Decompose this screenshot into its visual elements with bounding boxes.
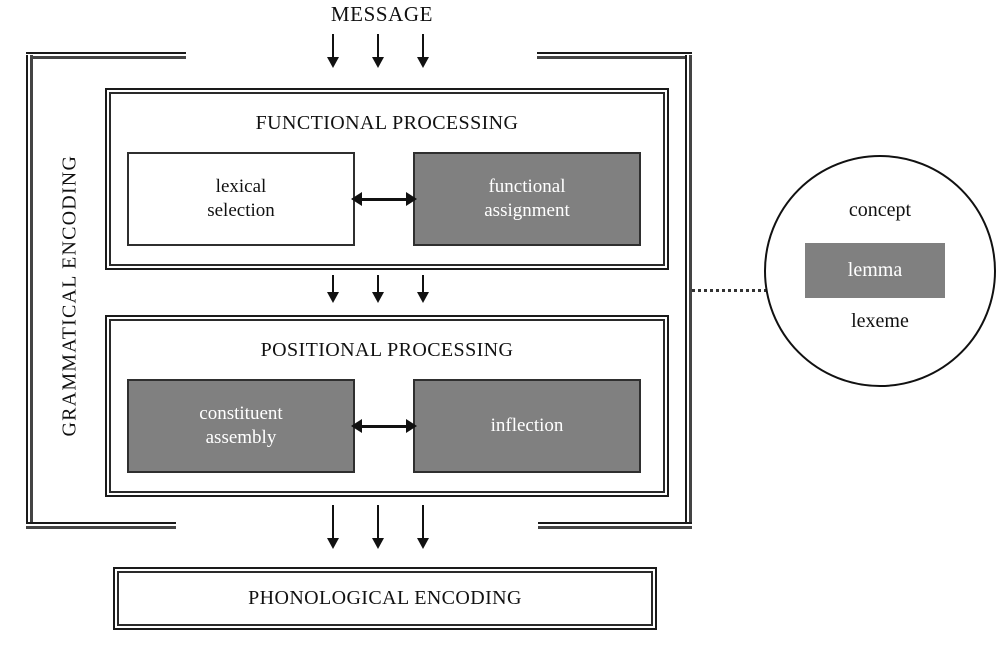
functional-to-positional-arrow-1 (326, 275, 340, 303)
arrow-shaft (332, 275, 334, 292)
message-label-text: MESSAGE (330, 2, 434, 26)
message-arrow-2 (371, 34, 385, 68)
arrow-shaft (359, 424, 409, 428)
arrow-shaft (422, 275, 424, 292)
arrow-shaft (332, 505, 334, 538)
positional-to-phonological-arrow-3 (416, 505, 430, 549)
grammatical-encoding-label: GRAMMATICAL ENCODING (58, 154, 81, 437)
positional-to-phonological-arrow-2 (371, 505, 385, 549)
positional-to-phonological-arrow-1 (326, 505, 340, 549)
arrow-head (327, 538, 339, 549)
functional-to-positional-arrow-2 (371, 275, 385, 303)
phonological-encoding-box[interactable]: PHONOLOGICAL ENCODING (113, 567, 657, 630)
lexical-entry-circle: concept lemma lexeme (764, 155, 996, 387)
inflection-label: inflection (490, 414, 564, 436)
arrow-head (417, 57, 429, 68)
constituent-assembly-line2: assembly (205, 427, 277, 448)
concept-label: concept (848, 199, 912, 221)
lemma-box[interactable]: lemma (805, 243, 945, 298)
arrow-head (417, 538, 429, 549)
dotted-connector (692, 289, 770, 292)
outer-frame-bottom-left (26, 522, 176, 529)
arrow-shaft (359, 197, 409, 201)
outer-frame-bottom-right (538, 522, 692, 529)
constituent-assembly-label: constituent assembly (199, 402, 282, 451)
outer-frame-right (685, 55, 692, 529)
arrow-shaft (377, 505, 379, 538)
arrow-head (327, 292, 339, 303)
lexical-functional-bidirectional-arrow (351, 191, 417, 207)
arrow-head-left (351, 419, 362, 433)
outer-frame-left (26, 55, 33, 529)
arrow-shaft (332, 34, 334, 57)
phonological-encoding-label: PHONOLOGICAL ENCODING (248, 587, 522, 609)
lemma-label: lemma (847, 259, 903, 281)
message-arrow-1 (326, 34, 340, 68)
arrow-head (372, 292, 384, 303)
positional-processing-title: POSITIONAL PROCESSING (260, 339, 514, 361)
functional-assignment-line2: assignment (484, 200, 570, 221)
functional-assignment-label: functional assignment (484, 175, 570, 224)
functional-assignment-line1: functional (488, 175, 566, 197)
constituent-assembly-box[interactable]: constituent assembly (127, 379, 355, 473)
inflection-box[interactable]: inflection (413, 379, 641, 473)
arrow-shaft (422, 34, 424, 57)
arrow-shaft (377, 34, 379, 57)
functional-assignment-box[interactable]: functional assignment (413, 152, 641, 246)
arrow-head (417, 292, 429, 303)
outer-frame-top-right (537, 52, 692, 59)
arrow-head (327, 57, 339, 68)
lexeme-label: lexeme (851, 310, 909, 332)
message-label: MESSAGE (0, 2, 998, 27)
arrow-head-right (406, 192, 417, 206)
lexical-selection-box[interactable]: lexical selection (127, 152, 355, 246)
functional-to-positional-arrow-3 (416, 275, 430, 303)
functional-processing-section: FUNCTIONAL PROCESSING lexical selection … (105, 88, 669, 270)
message-arrow-3 (416, 34, 430, 68)
arrow-head (372, 538, 384, 549)
arrow-head-left (351, 192, 362, 206)
functional-processing-title: FUNCTIONAL PROCESSING (255, 112, 519, 134)
arrow-head-right (406, 419, 417, 433)
outer-frame-top-left (26, 52, 186, 59)
arrow-shaft (377, 275, 379, 292)
arrow-shaft (422, 505, 424, 538)
constituent-assembly-line1: constituent (199, 402, 283, 424)
lexical-selection-label: lexical selection (207, 175, 275, 224)
positional-processing-section: POSITIONAL PROCESSING constituent assemb… (105, 315, 669, 497)
arrow-head (372, 57, 384, 68)
constituent-inflection-bidirectional-arrow (351, 418, 417, 434)
lexical-selection-line2: selection (207, 200, 275, 221)
lexical-selection-line1: lexical (215, 175, 267, 197)
